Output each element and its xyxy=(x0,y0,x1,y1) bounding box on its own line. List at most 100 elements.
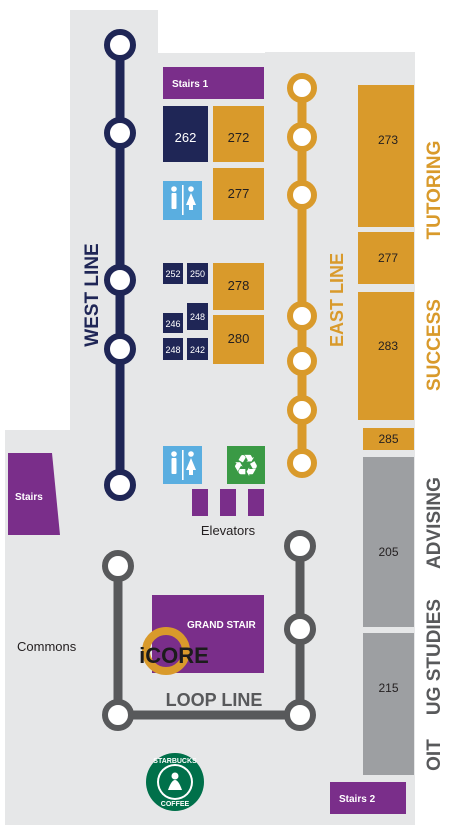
divider xyxy=(182,450,184,480)
west-line-stop[interactable] xyxy=(104,264,136,296)
room-283[interactable] xyxy=(358,292,414,420)
stairs-1[interactable] xyxy=(163,67,264,99)
man-icon xyxy=(171,451,177,457)
rooms-east-block: 273 277 283 285 205 215 TUTORING SUCCESS… xyxy=(358,85,445,775)
icore-marker[interactable]: iCORE xyxy=(139,627,209,675)
floor-section-north xyxy=(265,52,415,82)
recycling[interactable]: ♻ xyxy=(227,446,265,484)
floor-section-west xyxy=(70,10,158,440)
woman-icon xyxy=(186,193,196,205)
room-246[interactable] xyxy=(163,313,183,333)
loop-line-stop[interactable] xyxy=(284,613,316,645)
room-248-upper-label: 248 xyxy=(190,312,205,322)
stairs-2[interactable] xyxy=(330,782,406,814)
room-205[interactable] xyxy=(363,457,414,627)
elevators-label: Elevators xyxy=(201,523,256,538)
room-277-east-label: 277 xyxy=(378,251,398,265)
woman-icon xyxy=(188,451,194,457)
west-line: WEST LINE xyxy=(82,29,136,501)
east-line-stop[interactable] xyxy=(287,301,317,331)
loop-line-stop[interactable] xyxy=(284,699,316,731)
restroom-lower[interactable] xyxy=(163,446,202,484)
loop-line-label: LOOP LINE xyxy=(166,690,263,710)
room-250[interactable] xyxy=(187,263,208,284)
loop-line: LOOP LINE xyxy=(102,530,316,731)
dept-advising-label: ADVISING xyxy=(424,477,445,569)
stairs-1-label: Stairs 1 xyxy=(172,79,209,90)
west-line-stop[interactable] xyxy=(104,117,136,149)
man-icon xyxy=(171,186,177,192)
starbucks-logo[interactable]: STARBUCKS COFFEE xyxy=(146,753,204,811)
east-line-stop[interactable] xyxy=(287,122,317,152)
room-280-label: 280 xyxy=(228,331,250,346)
room-248-lower[interactable] xyxy=(163,338,183,360)
dept-tutoring-label: TUTORING xyxy=(424,141,445,240)
restroom-upper[interactable] xyxy=(163,181,202,220)
east-line-label: EAST LINE xyxy=(327,253,347,347)
dept-success-label: SUCCESS xyxy=(424,299,445,391)
woman-icon xyxy=(188,186,194,192)
room-242-label: 242 xyxy=(190,345,205,355)
room-273[interactable] xyxy=(358,85,414,227)
room-205-label: 205 xyxy=(378,545,398,559)
west-line-stop[interactable] xyxy=(104,469,136,501)
room-278[interactable] xyxy=(213,263,264,310)
stairs-2-label: Stairs 2 xyxy=(339,794,376,805)
room-273-label: 273 xyxy=(378,133,398,147)
west-line-stop[interactable] xyxy=(104,333,136,365)
room-285[interactable] xyxy=(363,428,414,450)
room-262-label: 262 xyxy=(175,130,197,145)
east-line-stop[interactable] xyxy=(287,73,317,103)
loop-line-stop[interactable] xyxy=(284,530,316,562)
east-line-stop[interactable] xyxy=(287,180,317,210)
rooms-west-block: Stairs 1 262 272 277 252 250 278 248 246… xyxy=(163,67,265,538)
icore-label: iCORE xyxy=(139,643,209,668)
room-215[interactable] xyxy=(363,633,414,775)
starbucks-bottom-text: COFFEE xyxy=(161,801,190,808)
grand-stair-area: GRAND STAIR xyxy=(152,595,264,673)
elevator-3[interactable] xyxy=(248,489,264,516)
starbucks-siren-shape xyxy=(168,780,182,790)
woman-icon xyxy=(189,469,193,475)
recycle-icon xyxy=(227,446,265,484)
room-248-lower-label: 248 xyxy=(165,345,180,355)
stairs-left-label: Stairs xyxy=(15,492,43,503)
east-line-stop[interactable] xyxy=(287,395,317,425)
room-250-label: 250 xyxy=(190,269,205,279)
west-line-label: WEST LINE xyxy=(82,243,103,346)
room-272[interactable] xyxy=(213,106,264,162)
room-262[interactable] xyxy=(163,106,208,162)
room-252[interactable] xyxy=(163,263,183,284)
loop-line-stop[interactable] xyxy=(102,550,134,582)
icore-ring-icon xyxy=(142,627,190,675)
man-icon xyxy=(171,193,177,209)
room-215-label: 215 xyxy=(378,681,398,695)
stairs-2-group: Stairs 2 xyxy=(330,782,406,814)
starbucks-top-text: STARBUCKS xyxy=(153,758,197,765)
east-line-stop[interactable] xyxy=(287,346,317,376)
commons-label: Commons xyxy=(17,639,77,654)
loop-line-stop[interactable] xyxy=(102,699,134,731)
divider xyxy=(182,185,184,215)
stairs-left[interactable] xyxy=(8,453,60,535)
room-252-label: 252 xyxy=(165,269,180,279)
west-line-stop[interactable] xyxy=(104,29,136,61)
room-280[interactable] xyxy=(213,315,264,364)
room-272-label: 272 xyxy=(228,130,250,145)
dept-ug-studies-label: UG STUDIES xyxy=(424,599,445,715)
man-icon xyxy=(171,458,177,474)
room-246-label: 246 xyxy=(165,319,180,329)
recycle-symbol-icon: ♻ xyxy=(233,450,260,483)
room-248-upper[interactable] xyxy=(187,303,208,330)
east-line: EAST LINE xyxy=(287,73,347,478)
room-277-west[interactable] xyxy=(213,168,264,220)
room-242[interactable] xyxy=(187,338,208,360)
room-277-east[interactable] xyxy=(358,232,414,284)
elevator-1[interactable] xyxy=(192,489,208,516)
left-area: Stairs Commons xyxy=(8,453,77,654)
elevator-2[interactable] xyxy=(220,489,236,516)
room-277-west-label: 277 xyxy=(228,186,250,201)
woman-icon xyxy=(186,458,196,470)
east-line-stop[interactable] xyxy=(287,448,317,478)
